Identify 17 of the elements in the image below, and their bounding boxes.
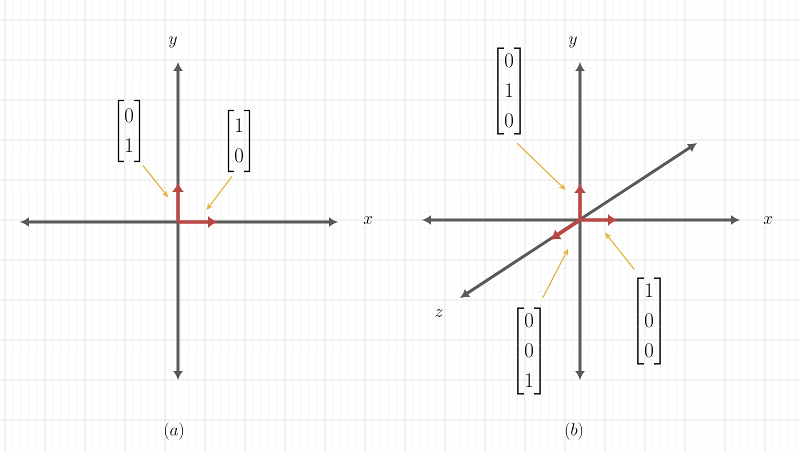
panel-label: $(a)$ — [165, 422, 183, 440]
matrix-label: $\begin{bmatrix}1\\0\\0\end{bmatrix}$ — [637, 277, 661, 364]
axis-label: $x$ — [764, 216, 772, 224]
matrix-label: $\begin{bmatrix}1\\0\end{bmatrix}$ — [228, 110, 250, 172]
axis-label: $y$ — [169, 36, 177, 48]
matrix-label: $\begin{bmatrix}0\\1\end{bmatrix}$ — [118, 100, 140, 162]
axis-label: $z$ — [435, 309, 443, 317]
unit-vector — [551, 218, 581, 240]
panel-label: $(b)$ — [566, 422, 582, 440]
axis-label: $y$ — [569, 36, 577, 48]
unit-vector — [178, 217, 216, 227]
unit-vector — [173, 184, 183, 222]
unit-vector — [580, 215, 616, 225]
unit-vector — [575, 184, 585, 220]
axis-label: $x$ — [364, 216, 372, 224]
matrix-label: $\begin{bmatrix}0\\1\\0\end{bmatrix}$ — [497, 47, 521, 134]
matrix-label: $\begin{bmatrix}0\\0\\1\end{bmatrix}$ — [517, 307, 541, 394]
